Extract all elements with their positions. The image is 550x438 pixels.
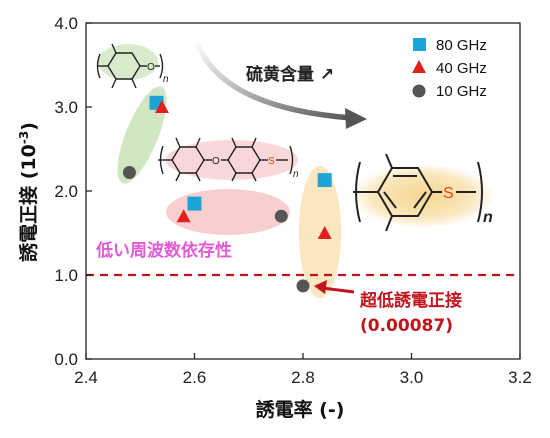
point-10ghz	[274, 209, 288, 223]
trend-arrow-head	[345, 108, 367, 129]
legend-marker-40ghz	[412, 60, 426, 73]
y-tick-label: 3.0	[54, 98, 78, 117]
molecule-pps-large	[353, 153, 483, 232]
trend-arrow	[193, 37, 367, 129]
group-highlight-yellow	[299, 166, 341, 298]
point-40ghz	[176, 209, 191, 223]
y-axis-title-sup: -3	[17, 131, 31, 144]
trend-arrow-curve	[193, 37, 355, 121]
y-axis-title-end: )	[18, 122, 40, 131]
ultra-low-label: 超低誘電正接	[360, 290, 462, 311]
x-tick-label: 2.8	[291, 368, 315, 387]
point-10ghz	[122, 166, 136, 180]
x-tick-label: 2.4	[74, 368, 98, 387]
x-tick-label: 3.0	[400, 368, 424, 387]
ppo-oxygen-label: O	[147, 62, 155, 73]
group-highlight-green-top	[98, 44, 158, 80]
y-tick-label: 1.0	[54, 266, 78, 285]
ultra-low-arrow	[314, 280, 355, 294]
legend: 80 GHz 40 GHz 10 GHz	[412, 37, 487, 100]
point-40ghz	[154, 100, 169, 113]
group-highlight-pink-top	[166, 140, 298, 180]
ultra-low-value: (0.00087)	[360, 316, 453, 336]
point-80ghz	[187, 196, 202, 211]
group-highlight-green	[117, 86, 167, 184]
x-axis: 2.4 2.6 2.8 3.0 3.2	[74, 353, 532, 387]
ether-n-label: n	[293, 169, 299, 180]
x-tick-label: 3.2	[508, 368, 532, 387]
molecule-ppo-small	[96, 43, 164, 89]
ether-sulfur-label: S	[268, 156, 275, 167]
y-axis-title-main: 誘電正接 (10	[17, 144, 40, 262]
y-axis: 0.0 1.0 2.0 3.0 4.0	[54, 14, 92, 369]
x-axis-title: 誘電率 (-)	[256, 398, 345, 421]
legend-marker-80ghz	[413, 38, 426, 51]
trend-label: 硫黄含量 ↗	[246, 64, 334, 85]
point-80ghz	[317, 173, 332, 188]
molecule-ether-sulfide	[158, 137, 294, 182]
legend-label-10ghz: 10 GHz	[436, 83, 487, 100]
x-tick-label: 2.6	[183, 368, 207, 387]
pps-sulfur-label: S	[443, 185, 454, 202]
low-frequency-dependence-label: 低い周波数依存性	[95, 240, 232, 261]
y-axis-title: 誘電正接 (10-3)	[17, 122, 40, 262]
ether-oxygen-label: O	[212, 156, 220, 167]
y-tick-label: 4.0	[54, 14, 78, 33]
ppo-bracket-right	[159, 53, 164, 79]
legend-marker-10ghz	[412, 84, 426, 98]
legend-label-80ghz: 80 GHz	[436, 37, 487, 54]
data-points	[122, 95, 332, 293]
point-10ghz	[296, 279, 310, 293]
ppo-n-label: n	[163, 74, 169, 85]
y-tick-label: 0.0	[54, 350, 78, 369]
point-40ghz	[317, 226, 332, 239]
pps-n-label: n	[483, 209, 493, 226]
y-tick-label: 2.0	[54, 182, 78, 201]
legend-label-40ghz: 40 GHz	[436, 60, 487, 77]
